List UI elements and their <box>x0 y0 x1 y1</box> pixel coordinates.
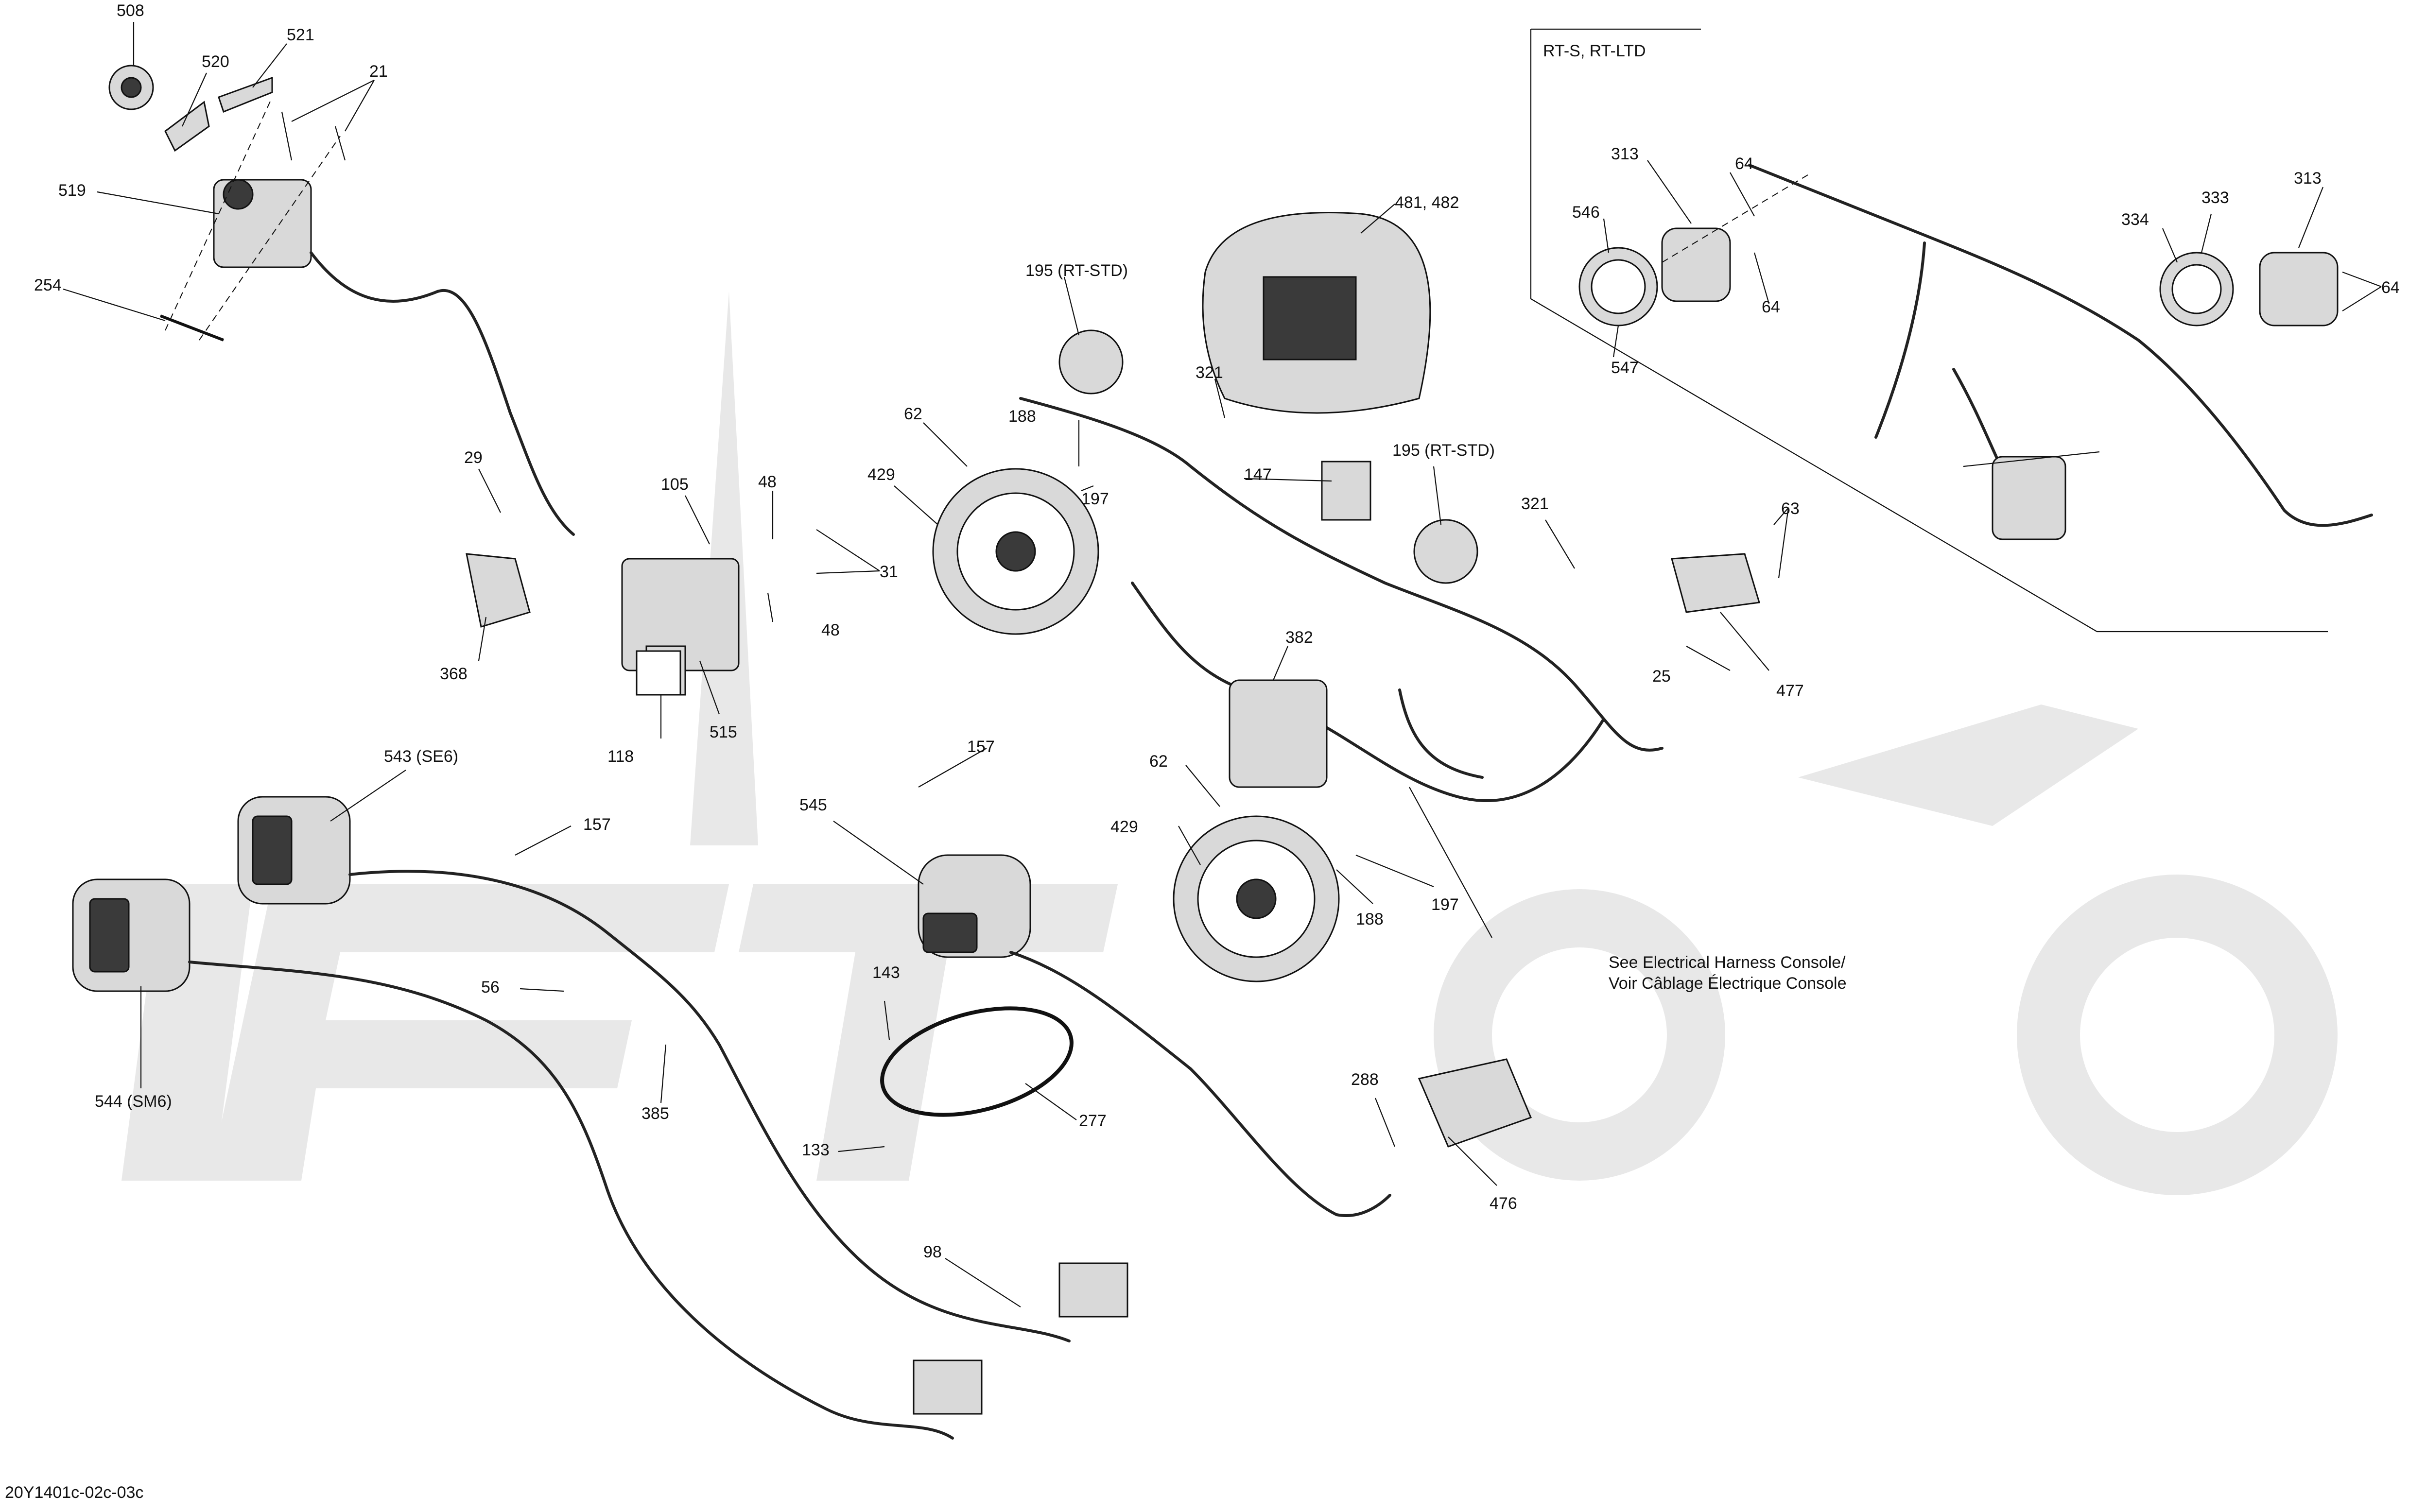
callout-63: 63 <box>1781 499 1800 518</box>
inset-frame <box>1530 29 2328 633</box>
callout-368: 368 <box>440 665 468 683</box>
note-line-1: See Electrical Harness Console/ <box>1609 953 1846 972</box>
callout-195-a: 195 (RT-STD) <box>1025 261 1128 280</box>
gauge-333 <box>2159 252 2234 326</box>
callout-477: 477 <box>1776 682 1804 700</box>
callout-543: 543 (SE6) <box>384 747 459 766</box>
callout-118: 118 <box>607 747 634 766</box>
callout-62-b: 62 <box>1149 752 1168 771</box>
callout-313-a: 313 <box>1611 145 1639 163</box>
switch-545 <box>918 854 1031 958</box>
instrument-cluster <box>1202 212 1431 414</box>
callout-21: 21 <box>369 62 388 81</box>
callout-334: 334 <box>2121 210 2149 229</box>
switch-543 <box>237 796 351 905</box>
callout-476: 476 <box>1490 1194 1517 1213</box>
callout-195-b: 195 (RT-STD) <box>1392 441 1495 460</box>
callout-545: 545 <box>799 796 827 814</box>
drawing-code: 20Y1401c-02c-03c <box>5 1483 144 1502</box>
note-line-2: Voir Câblage Électrique Console <box>1609 974 1847 993</box>
callout-277: 277 <box>1079 1112 1107 1130</box>
connector-147 <box>1321 461 1371 521</box>
callout-56: 56 <box>481 978 500 997</box>
bracket-477 <box>1671 553 1760 613</box>
callout-321-a: 321 <box>1196 363 1223 382</box>
connector-98 <box>1058 1262 1128 1318</box>
callout-64-a: 64 <box>1735 155 1753 173</box>
callout-157-a: 157 <box>583 815 611 834</box>
housing-313-b <box>2259 252 2339 326</box>
callout-481-482: 481, 482 <box>1395 193 1459 212</box>
callout-254: 254 <box>34 276 62 294</box>
callout-64-c: 64 <box>2381 278 2400 297</box>
callout-25: 25 <box>1652 667 1671 686</box>
bracket-476 <box>1418 1058 1532 1148</box>
callout-547: 547 <box>1611 359 1639 377</box>
callout-385: 385 <box>641 1104 669 1123</box>
callout-147: 147 <box>1244 465 1272 484</box>
gauge-546 <box>1578 247 1658 326</box>
callout-544: 544 (SM6) <box>95 1092 172 1111</box>
callout-508: 508 <box>117 1 144 20</box>
callout-313-b: 313 <box>2294 169 2322 188</box>
switch-544 <box>72 878 191 992</box>
inset-title: RT-S, RT-LTD <box>1543 42 1646 60</box>
housing-313-a <box>1661 227 1731 302</box>
callout-515: 515 <box>710 723 737 741</box>
cross-reference-note: See Electrical Harness Console/ Voir Câb… <box>1609 952 1847 994</box>
grille-195-a <box>1058 329 1124 395</box>
callout-188-a: 188 <box>1008 407 1036 426</box>
callout-31: 31 <box>880 563 898 581</box>
module-515 <box>621 558 740 696</box>
watermark-logo <box>121 292 2338 1195</box>
module-inset <box>1992 456 2066 540</box>
callout-519: 519 <box>58 181 86 200</box>
speaker-upper <box>932 468 1099 635</box>
callout-333: 333 <box>2201 189 2229 207</box>
module-382 <box>1229 679 1328 788</box>
callout-133: 133 <box>802 1141 830 1159</box>
speaker-lower <box>1173 815 1340 982</box>
callout-157-b: 157 <box>967 738 995 756</box>
callout-382: 382 <box>1285 628 1313 647</box>
callout-321-b: 321 <box>1521 495 1549 513</box>
callout-29: 29 <box>464 448 483 467</box>
callout-546: 546 <box>1572 203 1600 222</box>
callout-48-b: 48 <box>821 621 840 639</box>
leader-lines <box>63 22 2382 1307</box>
callout-188-b: 188 <box>1356 910 1384 928</box>
callout-62-a: 62 <box>904 405 922 423</box>
callout-64-b: 64 <box>1762 298 1780 316</box>
callout-197-b: 197 <box>1431 895 1459 914</box>
grille-195-b <box>1413 519 1478 584</box>
callout-143: 143 <box>872 963 900 982</box>
callout-98: 98 <box>923 1243 942 1261</box>
callout-429-b: 429 <box>1110 818 1138 836</box>
callout-197-a: 197 <box>1081 490 1109 508</box>
callout-105: 105 <box>661 475 689 494</box>
callout-288: 288 <box>1351 1070 1379 1089</box>
callout-429-a: 429 <box>867 465 895 484</box>
callout-520: 520 <box>202 52 229 71</box>
connector-lower <box>913 1359 983 1415</box>
ignition-switch-assembly <box>108 65 346 342</box>
bracket-368 <box>466 553 531 628</box>
callout-48-a: 48 <box>758 473 777 491</box>
callout-521: 521 <box>287 26 314 44</box>
